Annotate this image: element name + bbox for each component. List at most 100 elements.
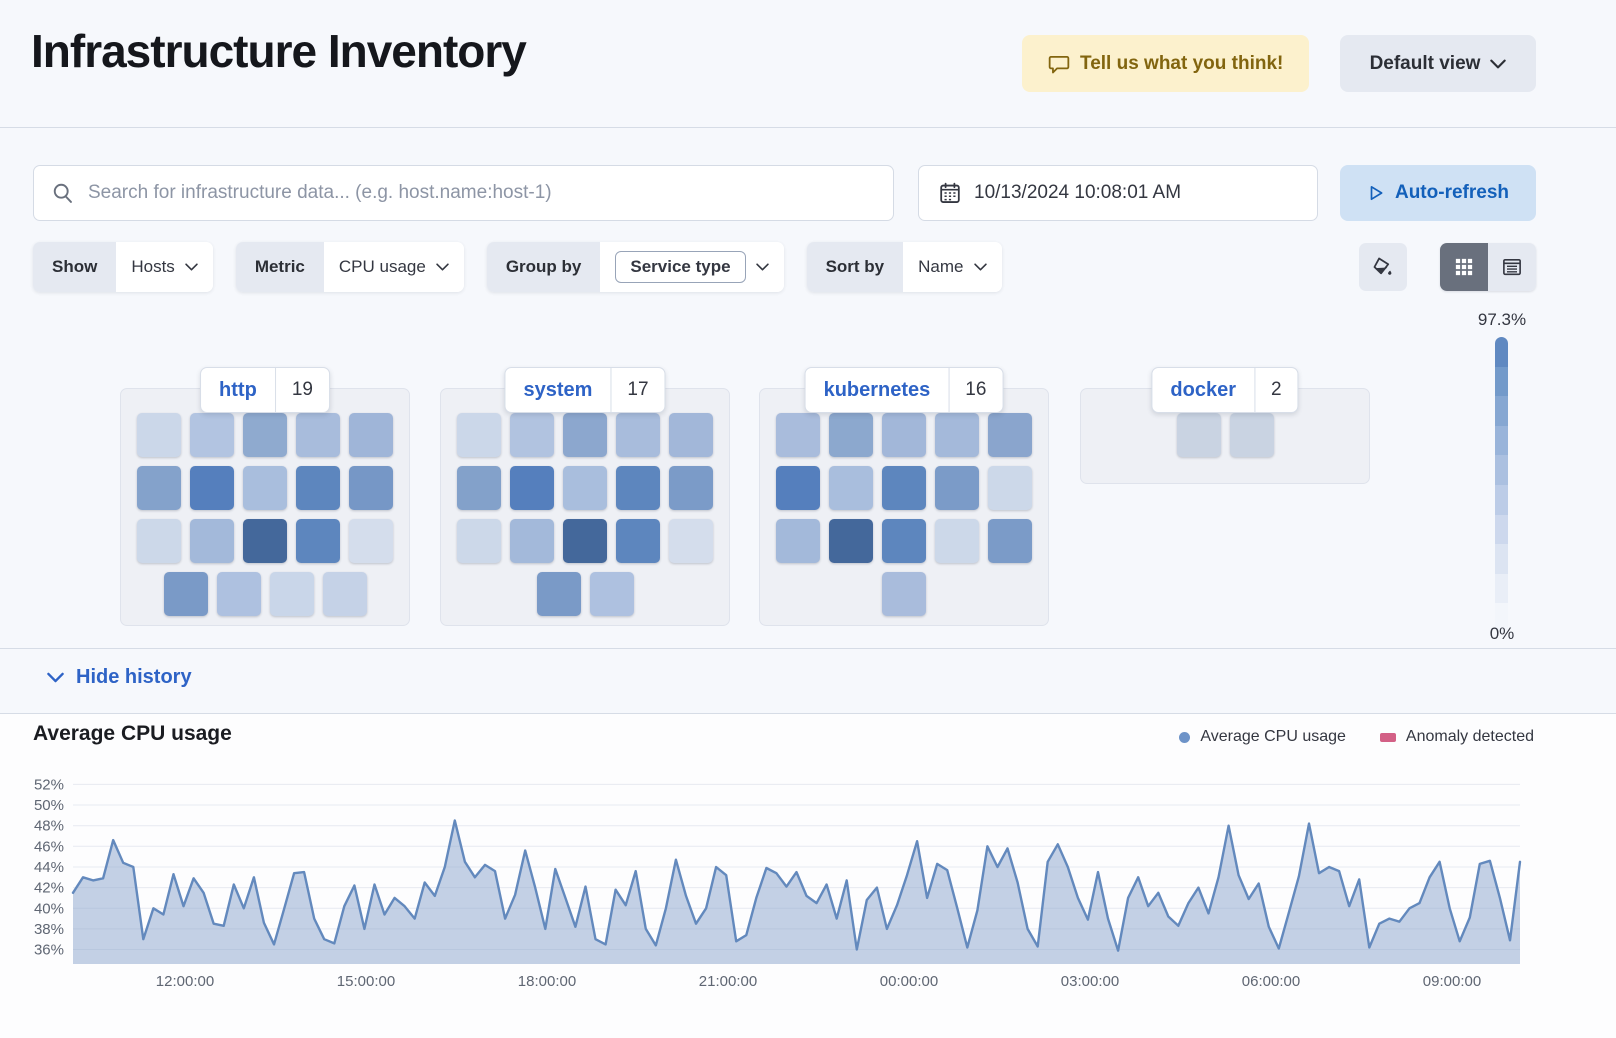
host-tile[interactable] — [296, 466, 340, 510]
host-tile[interactable] — [349, 466, 393, 510]
tile-row — [1081, 413, 1369, 457]
host-tile[interactable] — [669, 466, 713, 510]
host-tile[interactable] — [563, 413, 607, 457]
host-tile[interactable] — [988, 519, 1032, 563]
legend-item-anomaly[interactable]: Anomaly detected — [1379, 728, 1534, 746]
metric-filter-group: Metric CPU usage — [235, 242, 464, 292]
host-tile[interactable] — [829, 519, 873, 563]
host-tile[interactable] — [1176, 413, 1221, 457]
group-card-system: system 17 — [440, 367, 730, 626]
host-tile[interactable] — [882, 572, 926, 616]
metric-filter-value[interactable]: CPU usage — [323, 242, 464, 292]
host-tile[interactable] — [669, 519, 713, 563]
hide-history-toggle[interactable]: Hide history — [47, 666, 192, 689]
scale-step — [1495, 337, 1508, 367]
legend-options-button[interactable] — [1359, 243, 1407, 291]
group-by-filter-selected[interactable]: Service type — [615, 251, 746, 283]
search-box[interactable] — [33, 165, 894, 221]
history-top-divider — [0, 648, 1616, 649]
group-name-link[interactable]: kubernetes — [823, 378, 931, 401]
host-tile[interactable] — [563, 519, 607, 563]
host-tile[interactable] — [882, 466, 926, 510]
group-name-link[interactable]: docker — [1170, 378, 1237, 401]
host-tile[interactable] — [163, 572, 208, 616]
host-tile[interactable] — [935, 519, 979, 563]
metric-filter-label: Metric — [235, 242, 324, 292]
host-tile[interactable] — [988, 466, 1032, 510]
host-tile[interactable] — [935, 413, 979, 457]
host-tile[interactable] — [269, 572, 314, 616]
host-tile[interactable] — [510, 466, 554, 510]
group-count: 17 — [627, 379, 649, 400]
host-tile[interactable] — [1229, 413, 1274, 457]
host-tile[interactable] — [243, 519, 287, 563]
host-tile[interactable] — [190, 466, 234, 510]
host-tile[interactable] — [457, 466, 501, 510]
metric-filter-selected: CPU usage — [338, 257, 426, 276]
view-selector-button[interactable]: Default view — [1340, 35, 1536, 92]
page-title: Infrastructure Inventory — [31, 25, 527, 77]
date-time-value: 10/13/2024 10:08:01 AM — [974, 182, 1182, 203]
chevron-down-icon — [47, 672, 64, 683]
host-tile[interactable] — [882, 413, 926, 457]
scale-step — [1495, 425, 1508, 456]
host-tile[interactable] — [616, 413, 660, 457]
x-tick-label: 12:00:00 — [156, 973, 214, 990]
host-tile[interactable] — [190, 413, 234, 457]
auto-refresh-button[interactable]: Auto-refresh — [1340, 165, 1536, 221]
host-tile[interactable] — [510, 413, 554, 457]
host-tile[interactable] — [137, 466, 181, 510]
host-tile[interactable] — [243, 413, 287, 457]
legend-item-average-cpu[interactable]: Average CPU usage — [1179, 728, 1346, 746]
scale-step — [1495, 366, 1508, 397]
host-tile[interactable] — [137, 519, 181, 563]
host-tile[interactable] — [882, 519, 926, 563]
host-tile[interactable] — [349, 519, 393, 563]
x-tick-label: 21:00:00 — [699, 973, 757, 990]
host-tile[interactable] — [988, 413, 1032, 457]
show-filter-value[interactable]: Hosts — [116, 242, 213, 292]
legend-dot-icon — [1179, 731, 1191, 743]
host-tile[interactable] — [322, 572, 367, 616]
group-by-filter-value[interactable]: Service type — [600, 242, 784, 292]
host-tile[interactable] — [243, 466, 287, 510]
host-tile[interactable] — [829, 466, 873, 510]
table-view-segment[interactable] — [1488, 243, 1536, 291]
grid-view-segment[interactable] — [1440, 243, 1488, 291]
host-tile[interactable] — [776, 466, 820, 510]
filter-bar: Show Hosts Metric CPU usage Group by Ser… — [33, 242, 1002, 292]
chevron-down-icon — [1490, 59, 1507, 69]
host-tile[interactable] — [510, 519, 554, 563]
host-tile[interactable] — [669, 413, 713, 457]
feedback-button[interactable]: Tell us what you think! — [1022, 35, 1310, 92]
search-icon — [52, 182, 74, 204]
host-tile[interactable] — [935, 466, 979, 510]
host-tile[interactable] — [190, 519, 234, 563]
host-tile[interactable] — [829, 413, 873, 457]
host-tile[interactable] — [776, 413, 820, 457]
host-tile[interactable] — [349, 413, 393, 457]
host-tile[interactable] — [563, 466, 607, 510]
group-badge-system[interactable]: system 17 — [504, 367, 666, 413]
host-tile[interactable] — [137, 413, 181, 457]
group-name-link[interactable]: http — [219, 378, 257, 401]
host-tile[interactable] — [457, 519, 501, 563]
search-input[interactable] — [86, 181, 875, 205]
host-tile[interactable] — [616, 466, 660, 510]
host-tile[interactable] — [457, 413, 501, 457]
group-name-link[interactable]: system — [523, 378, 593, 401]
scale-step — [1495, 396, 1508, 426]
sort-by-filter-value[interactable]: Name — [903, 242, 1002, 292]
host-tile[interactable] — [296, 413, 340, 457]
host-tile[interactable] — [616, 519, 660, 563]
host-tile[interactable] — [216, 572, 261, 616]
host-tile[interactable] — [536, 572, 581, 616]
host-tile[interactable] — [776, 519, 820, 563]
host-tile[interactable] — [589, 572, 634, 616]
show-filter-selected: Hosts — [131, 257, 175, 276]
date-time-picker[interactable]: 10/13/2024 10:08:01 AM — [918, 165, 1318, 221]
host-tile[interactable] — [296, 519, 340, 563]
